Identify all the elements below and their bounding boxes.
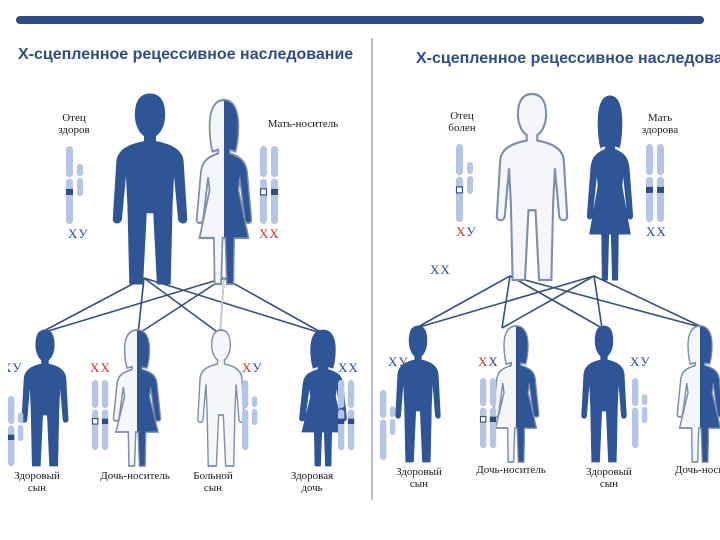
- panel-divider: [371, 38, 373, 500]
- left-child3-label: Больной сын: [193, 470, 233, 494]
- right-panel: Х-сцепленное рецессивное наследова Отец …: [378, 38, 720, 500]
- right-child1-chromosomes: [380, 390, 396, 461]
- right-father-genotype: ХУ: [456, 224, 477, 239]
- left-father-chromosomes: [66, 146, 83, 224]
- right-connection-lines: [415, 275, 705, 329]
- left-child3-genotype: ХУ: [242, 360, 263, 375]
- left-father-figure: [112, 93, 188, 285]
- left-child2-genotype: ХХ: [90, 360, 111, 375]
- left-child4-genotype: ХХ: [338, 360, 359, 375]
- left-child1-chromosomes: [8, 396, 24, 467]
- left-mother-genotype: ХХ: [259, 226, 280, 241]
- left-faded-line: [219, 277, 225, 335]
- right-child3-genotype: ХУ: [630, 354, 651, 369]
- right-child3-figure: [581, 325, 627, 463]
- left-pedigree-diagram: [8, 93, 355, 467]
- right-mother-chromosomes: [646, 144, 664, 222]
- right-child3-chromosomes: [632, 378, 648, 449]
- top-accent-bar: [16, 16, 704, 24]
- right-father-chromosomes: [455, 144, 473, 222]
- right-child2-genotype: ХХ: [478, 354, 499, 369]
- right-child2-chromosomes: [479, 378, 497, 449]
- left-father-genotype: ХУ: [68, 226, 89, 241]
- right-child1-label: Здоровый сын: [396, 466, 442, 490]
- left-child4-figure: [299, 329, 347, 467]
- right-child1-genotype: ХУ: [388, 354, 409, 369]
- left-child3-figure: [197, 329, 245, 467]
- left-mother-chromosomes: [259, 146, 278, 224]
- right-child2-figure: [492, 325, 540, 463]
- right-father-label: Отец болен: [448, 110, 476, 134]
- right-middle-genotype: ХХ: [430, 262, 451, 277]
- left-father-label: Отец здоров: [58, 112, 90, 136]
- left-child1-label: Здоровый сын: [14, 470, 60, 494]
- left-panel: Х-сцепленное рецессивное наследование От…: [8, 38, 368, 500]
- right-mother-genotype: ХХ: [646, 224, 667, 239]
- right-pedigree-diagram: [380, 92, 720, 463]
- left-child4-label: Здоровая дочь: [290, 470, 334, 494]
- right-child4-label: Дочь-носит: [674, 464, 720, 476]
- right-child4-figure: [676, 325, 720, 463]
- right-child1-figure: [395, 325, 441, 463]
- left-child2-figure: [112, 329, 162, 467]
- right-father-figure: [495, 92, 569, 282]
- right-child3-label: Здоровый сын: [586, 466, 632, 490]
- left-panel-title: Х-сцепленное рецессивное наследование: [18, 46, 354, 63]
- left-mother-figure: [195, 98, 253, 286]
- left-child1-figure: [21, 329, 69, 467]
- left-mother-label: Мать-носитель: [267, 118, 339, 130]
- right-panel-title: Х-сцепленное рецессивное наследова: [416, 50, 720, 67]
- left-child1-genotype: ХУ: [8, 360, 23, 375]
- left-child3-chromosomes: [242, 380, 258, 451]
- right-mother-figure: [586, 95, 634, 281]
- left-connection-lines: [37, 277, 325, 335]
- left-child2-label: Дочь-носитель: [100, 470, 170, 482]
- left-child4-chromosomes: [338, 380, 355, 451]
- right-mother-label: Мать здорова: [641, 112, 679, 136]
- right-child2-label: Дочь-носитель: [476, 464, 546, 476]
- left-child2-chromosomes: [91, 380, 109, 451]
